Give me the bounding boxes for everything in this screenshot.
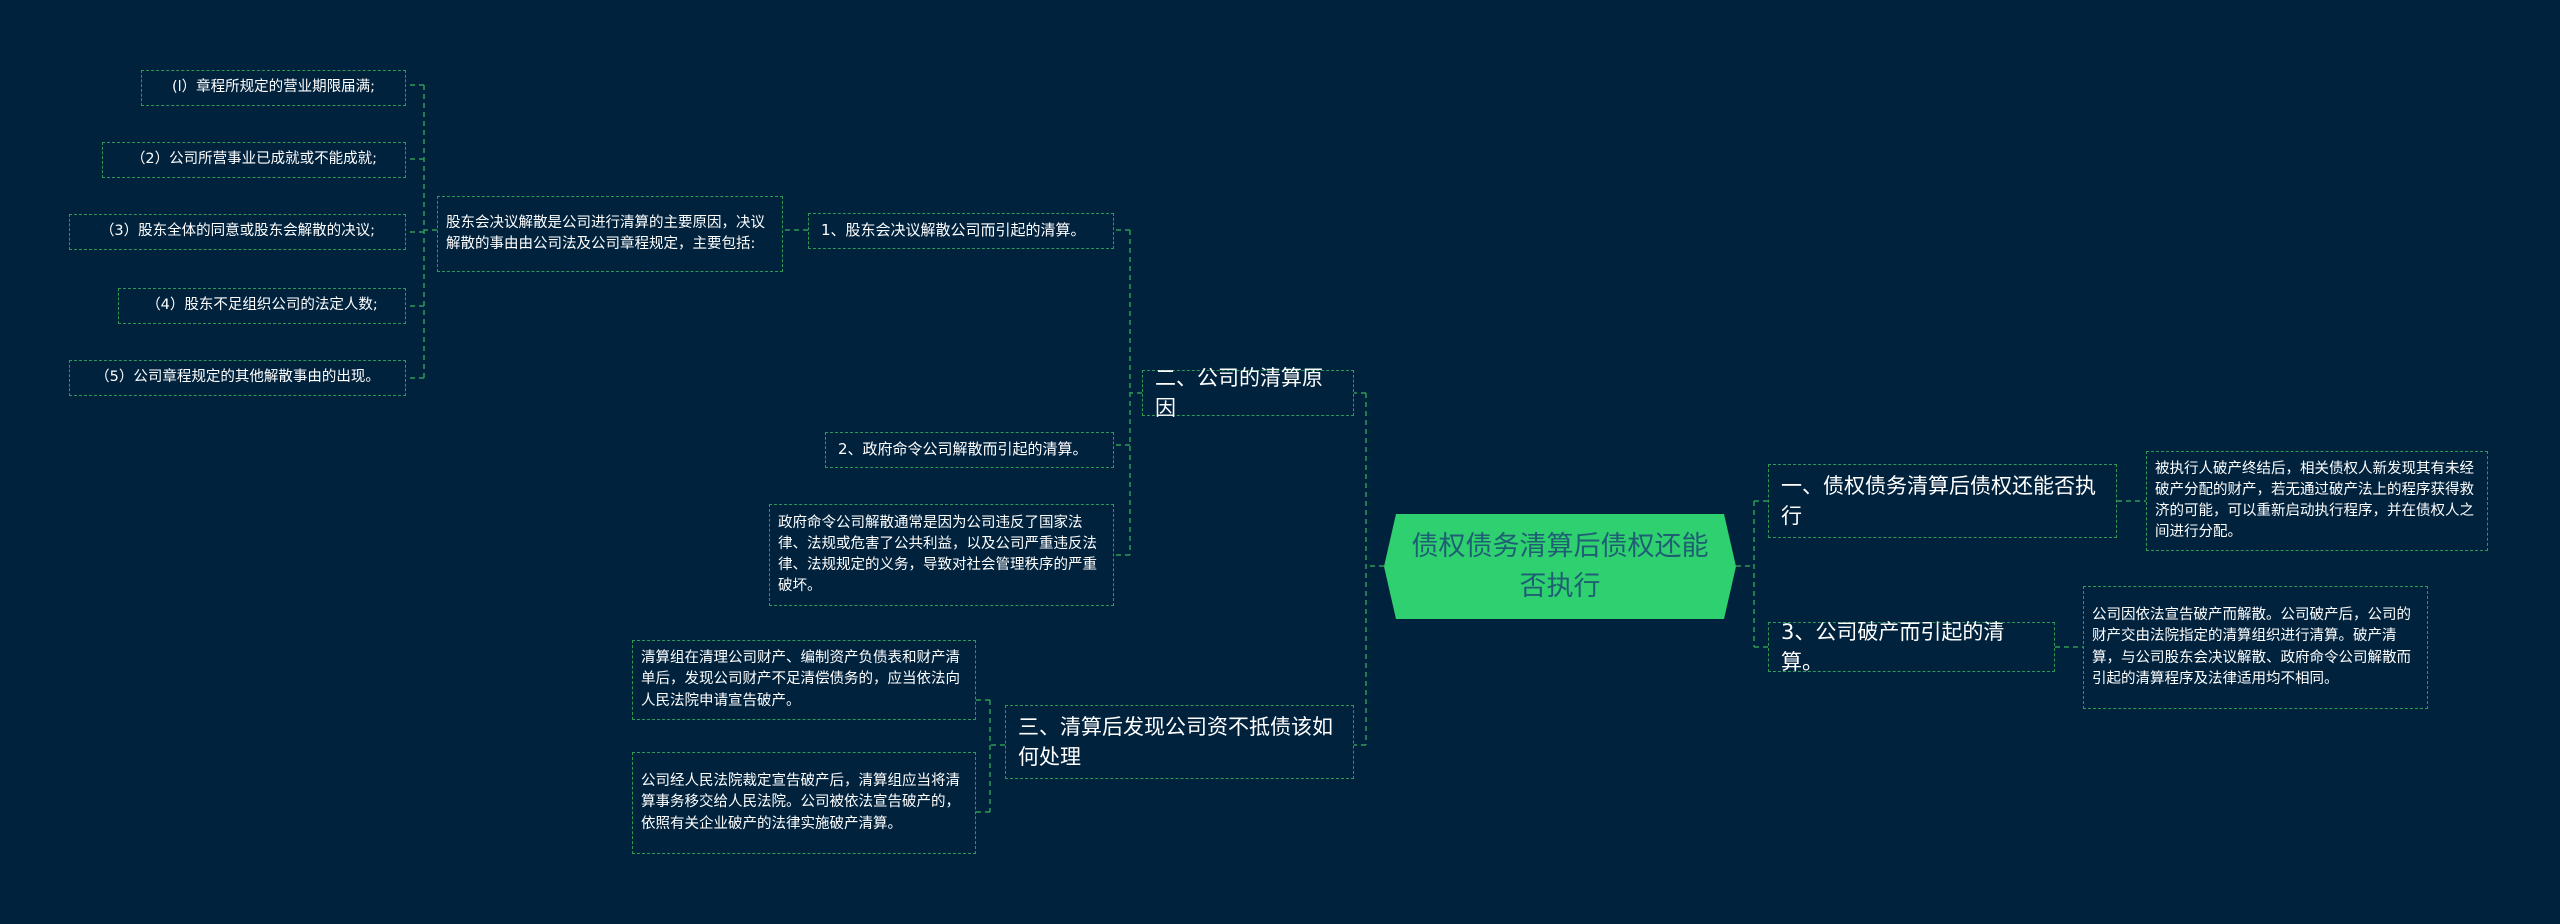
- branch-bankruptcy-liquidation[interactable]: 3、公司破产而引起的清算。: [1768, 620, 2055, 674]
- dissolution-item-1[interactable]: (l）章程所规定的营业期限届满;: [141, 70, 406, 106]
- desc-text: 公司因依法宣告破产而解散。公司破产后，公司的财产交由法院指定的清算组织进行清算。…: [2092, 607, 2411, 687]
- insolvency-item-2: 公司经人民法院裁定宣告破产后，清算组应当将清算事务移交给人民法院。公司被依法宣告…: [632, 752, 976, 854]
- sub-shareholder-resolution[interactable]: 1、股东会决议解散公司而引起的清算。: [808, 213, 1114, 249]
- item-text: （4）股东不足组织公司的法定人数;: [146, 297, 378, 314]
- bankruptcy-desc: 公司因依法宣告破产而解散。公司破产后，公司的财产交由法院指定的清算组织进行清算。…: [2083, 586, 2428, 709]
- root-topic[interactable]: 债权债务清算后债权还能否执行: [1384, 514, 1736, 619]
- item-text: 清算组在清理公司财产、编制资产负债表和财产清单后，发现公司财产不足清偿债务的，应…: [641, 650, 960, 709]
- enforcement-desc: 被执行人破产终结后，相关债权人新发现其有未经破产分配的财产，若无通过破产法上的程…: [2146, 451, 2488, 551]
- sub-label: 2、政府命令公司解散而引起的清算。: [838, 440, 1088, 459]
- root-topic-label: 债权债务清算后债权还能否执行: [1411, 531, 1709, 602]
- dissolution-item-5[interactable]: （5）公司章程规定的其他解散事由的出现。: [69, 360, 406, 396]
- sub-label: 1、股东会决议解散公司而引起的清算。: [821, 221, 1086, 240]
- government-order-desc: 政府命令公司解散通常是因为公司违反了国家法律、法规或危害了公共利益，以及公司严重…: [769, 504, 1114, 606]
- dissolution-item-4[interactable]: （4）股东不足组织公司的法定人数;: [118, 288, 406, 324]
- item-text: 公司经人民法院裁定宣告破产后，清算组应当将清算事务移交给人民法院。公司被依法宣告…: [641, 773, 960, 832]
- dissolution-item-2[interactable]: （2）公司所营事业已成就或不能成就;: [102, 142, 406, 178]
- branch-label: 二、公司的清算原因: [1155, 365, 1323, 420]
- desc-text: 股东会决议解散是公司进行清算的主要原因，决议解散的事由由公司法及公司章程规定，主…: [446, 214, 765, 252]
- branch-insolvency-handling[interactable]: 三、清算后发现公司资不抵债该如何处理: [1005, 705, 1354, 779]
- desc-text: 政府命令公司解散通常是因为公司违反了国家法律、法规或危害了公共利益，以及公司严重…: [778, 514, 1097, 595]
- branch-label: 三、清算后发现公司资不抵债该如何处理: [1018, 714, 1333, 769]
- insolvency-item-1: 清算组在清理公司财产、编制资产负债表和财产清单后，发现公司财产不足清偿债务的，应…: [632, 640, 976, 720]
- branch-label: 一、债权债务清算后债权还能否执行: [1781, 473, 2096, 528]
- branch-enforcement-after-liquidation[interactable]: 一、债权债务清算后债权还能否执行: [1768, 464, 2117, 538]
- shareholder-resolution-desc: 股东会决议解散是公司进行清算的主要原因，决议解散的事由由公司法及公司章程规定，主…: [437, 196, 783, 272]
- branch-label: 3、公司破产而引起的清算。: [1781, 619, 2005, 674]
- item-text: （2）公司所营事业已成就或不能成就;: [130, 151, 378, 168]
- dissolution-item-3[interactable]: （3）股东全体的同意或股东会解散的决议;: [69, 214, 406, 250]
- sub-government-order[interactable]: 2、政府命令公司解散而引起的清算。: [825, 432, 1114, 468]
- branch-liquidation-causes[interactable]: 二、公司的清算原因: [1142, 366, 1354, 420]
- desc-text: 被执行人破产终结后，相关债权人新发现其有未经破产分配的财产，若无通过破产法上的程…: [2155, 460, 2474, 541]
- item-text: （3）股东全体的同意或股东会解散的决议;: [99, 223, 376, 240]
- item-text: (l）章程所规定的营业期限届满;: [171, 79, 376, 96]
- item-text: （5）公司章程规定的其他解散事由的出现。: [95, 369, 380, 386]
